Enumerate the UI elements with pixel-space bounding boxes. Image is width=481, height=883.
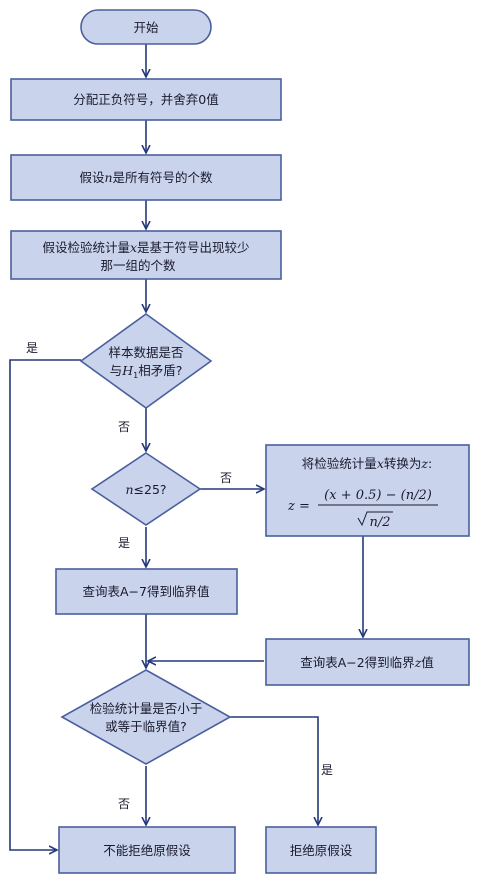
let-n-label: 假设n是所有符号的个数 <box>79 170 213 185</box>
edge-le-yes <box>230 716 318 825</box>
decision-contradict-line2: 与H1相矛盾? <box>110 363 183 380</box>
fail-to-reject-step: 不能拒绝原假设 <box>58 826 236 874</box>
decision-contradict-line1: 样本数据是否 <box>108 345 183 360</box>
reject-step: 拒绝原假设 <box>265 826 377 874</box>
label-yes-le: 是 <box>321 763 333 777</box>
lookup-a7-step: 查询表A−7得到临界值 <box>55 568 238 615</box>
convert-title: 将检验统计量x转换为z: <box>302 456 432 471</box>
decision-contradict-h1: 样本数据是否 与H1相矛盾? <box>79 313 213 409</box>
formula-lhs: z = <box>287 499 310 514</box>
let-x-label-line2: 那一组的个数 <box>100 258 176 273</box>
formula-denominator: n/2 <box>369 515 390 530</box>
lookup-a2-label: 查询表A−2得到临界z值 <box>300 655 434 670</box>
decision-le-line1: 检验统计量是否小于 <box>90 701 203 716</box>
fail-to-reject-label: 不能拒绝原假设 <box>103 843 191 858</box>
decision-n-le-25: n≤25? <box>90 452 202 526</box>
assign-signs-label: 分配正负符号，并舍弃0值 <box>73 92 218 107</box>
assign-signs-step: 分配正负符号，并舍弃0值 <box>10 78 282 121</box>
convert-to-z-step: 将检验统计量x转换为z: z = (x + 0.5) − (n/2) n/2 <box>265 444 470 537</box>
decision-n-label: n≤25? <box>125 482 166 497</box>
decision-le-line2: 或等于临界值? <box>105 719 187 734</box>
edge-contradict-yes <box>9 359 81 850</box>
label-no-n: 否 <box>220 471 232 485</box>
label-yes-n: 是 <box>118 536 130 550</box>
start-node: 开始 <box>80 9 212 45</box>
start-label: 开始 <box>133 20 159 35</box>
let-x-label-line1: 假设检验统计量x是基于符号出现较少 <box>42 240 249 255</box>
lookup-a7-label: 查询表A−7得到临界值 <box>83 584 210 599</box>
lookup-a2-step: 查询表A−2得到临界z值 <box>265 638 470 686</box>
reject-label: 拒绝原假设 <box>290 843 353 858</box>
decision-le-critical: 检验统计量是否小于 或等于临界值? <box>60 669 232 765</box>
formula-numerator: (x + 0.5) − (n/2) <box>324 488 432 503</box>
label-no-le: 否 <box>118 797 130 811</box>
let-n-step: 假设n是所有符号的个数 <box>10 154 282 201</box>
let-x-step: 假设检验统计量x是基于符号出现较少 那一组的个数 <box>10 230 282 280</box>
label-yes-contradict: 是 <box>26 341 38 355</box>
sqrt-symbol <box>357 511 393 527</box>
label-no-contradict: 否 <box>118 420 130 434</box>
